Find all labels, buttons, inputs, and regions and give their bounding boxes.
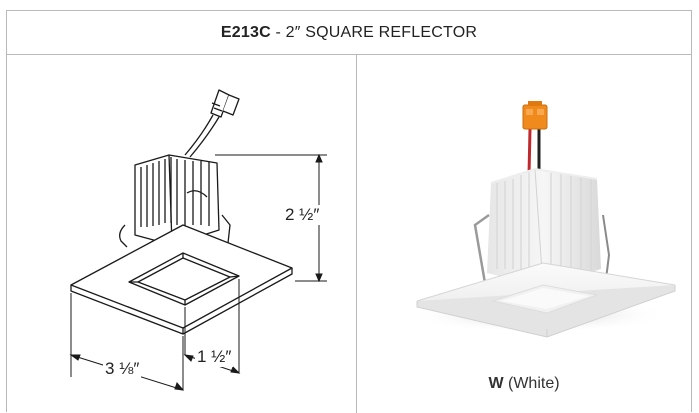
left-clip (473, 213, 490, 284)
finish-code: W (488, 375, 504, 392)
orange-connector (522, 101, 548, 130)
header-separator: - (270, 23, 286, 41)
trim-flange (416, 262, 676, 338)
heat-sink (487, 167, 601, 288)
width-dimension-label: 3 ⅛″ (103, 359, 142, 379)
table-header: E213C - 2″ SQUARE REFLECTOR (7, 11, 691, 55)
finish-caption: W (White) (357, 375, 691, 393)
dimension-drawing-panel: 2 ½″ 1 ½″ 3 ⅛″ (7, 55, 356, 413)
model-description: 2″ SQUARE REFLECTOR (285, 23, 478, 41)
product-render (409, 101, 676, 338)
finish-name: (White) (508, 375, 560, 392)
dimension-drawing (69, 89, 327, 391)
model-code: E213C (220, 23, 271, 41)
red-wire (527, 128, 532, 176)
aperture-dimension-label: 1 ½″ (195, 347, 234, 367)
spec-table: E213C - 2″ SQUARE REFLECTOR (6, 10, 692, 413)
product-photo-panel: W (White) (357, 55, 691, 413)
height-dimension-label: 2 ½″ (283, 205, 322, 225)
column-divider (356, 54, 357, 413)
